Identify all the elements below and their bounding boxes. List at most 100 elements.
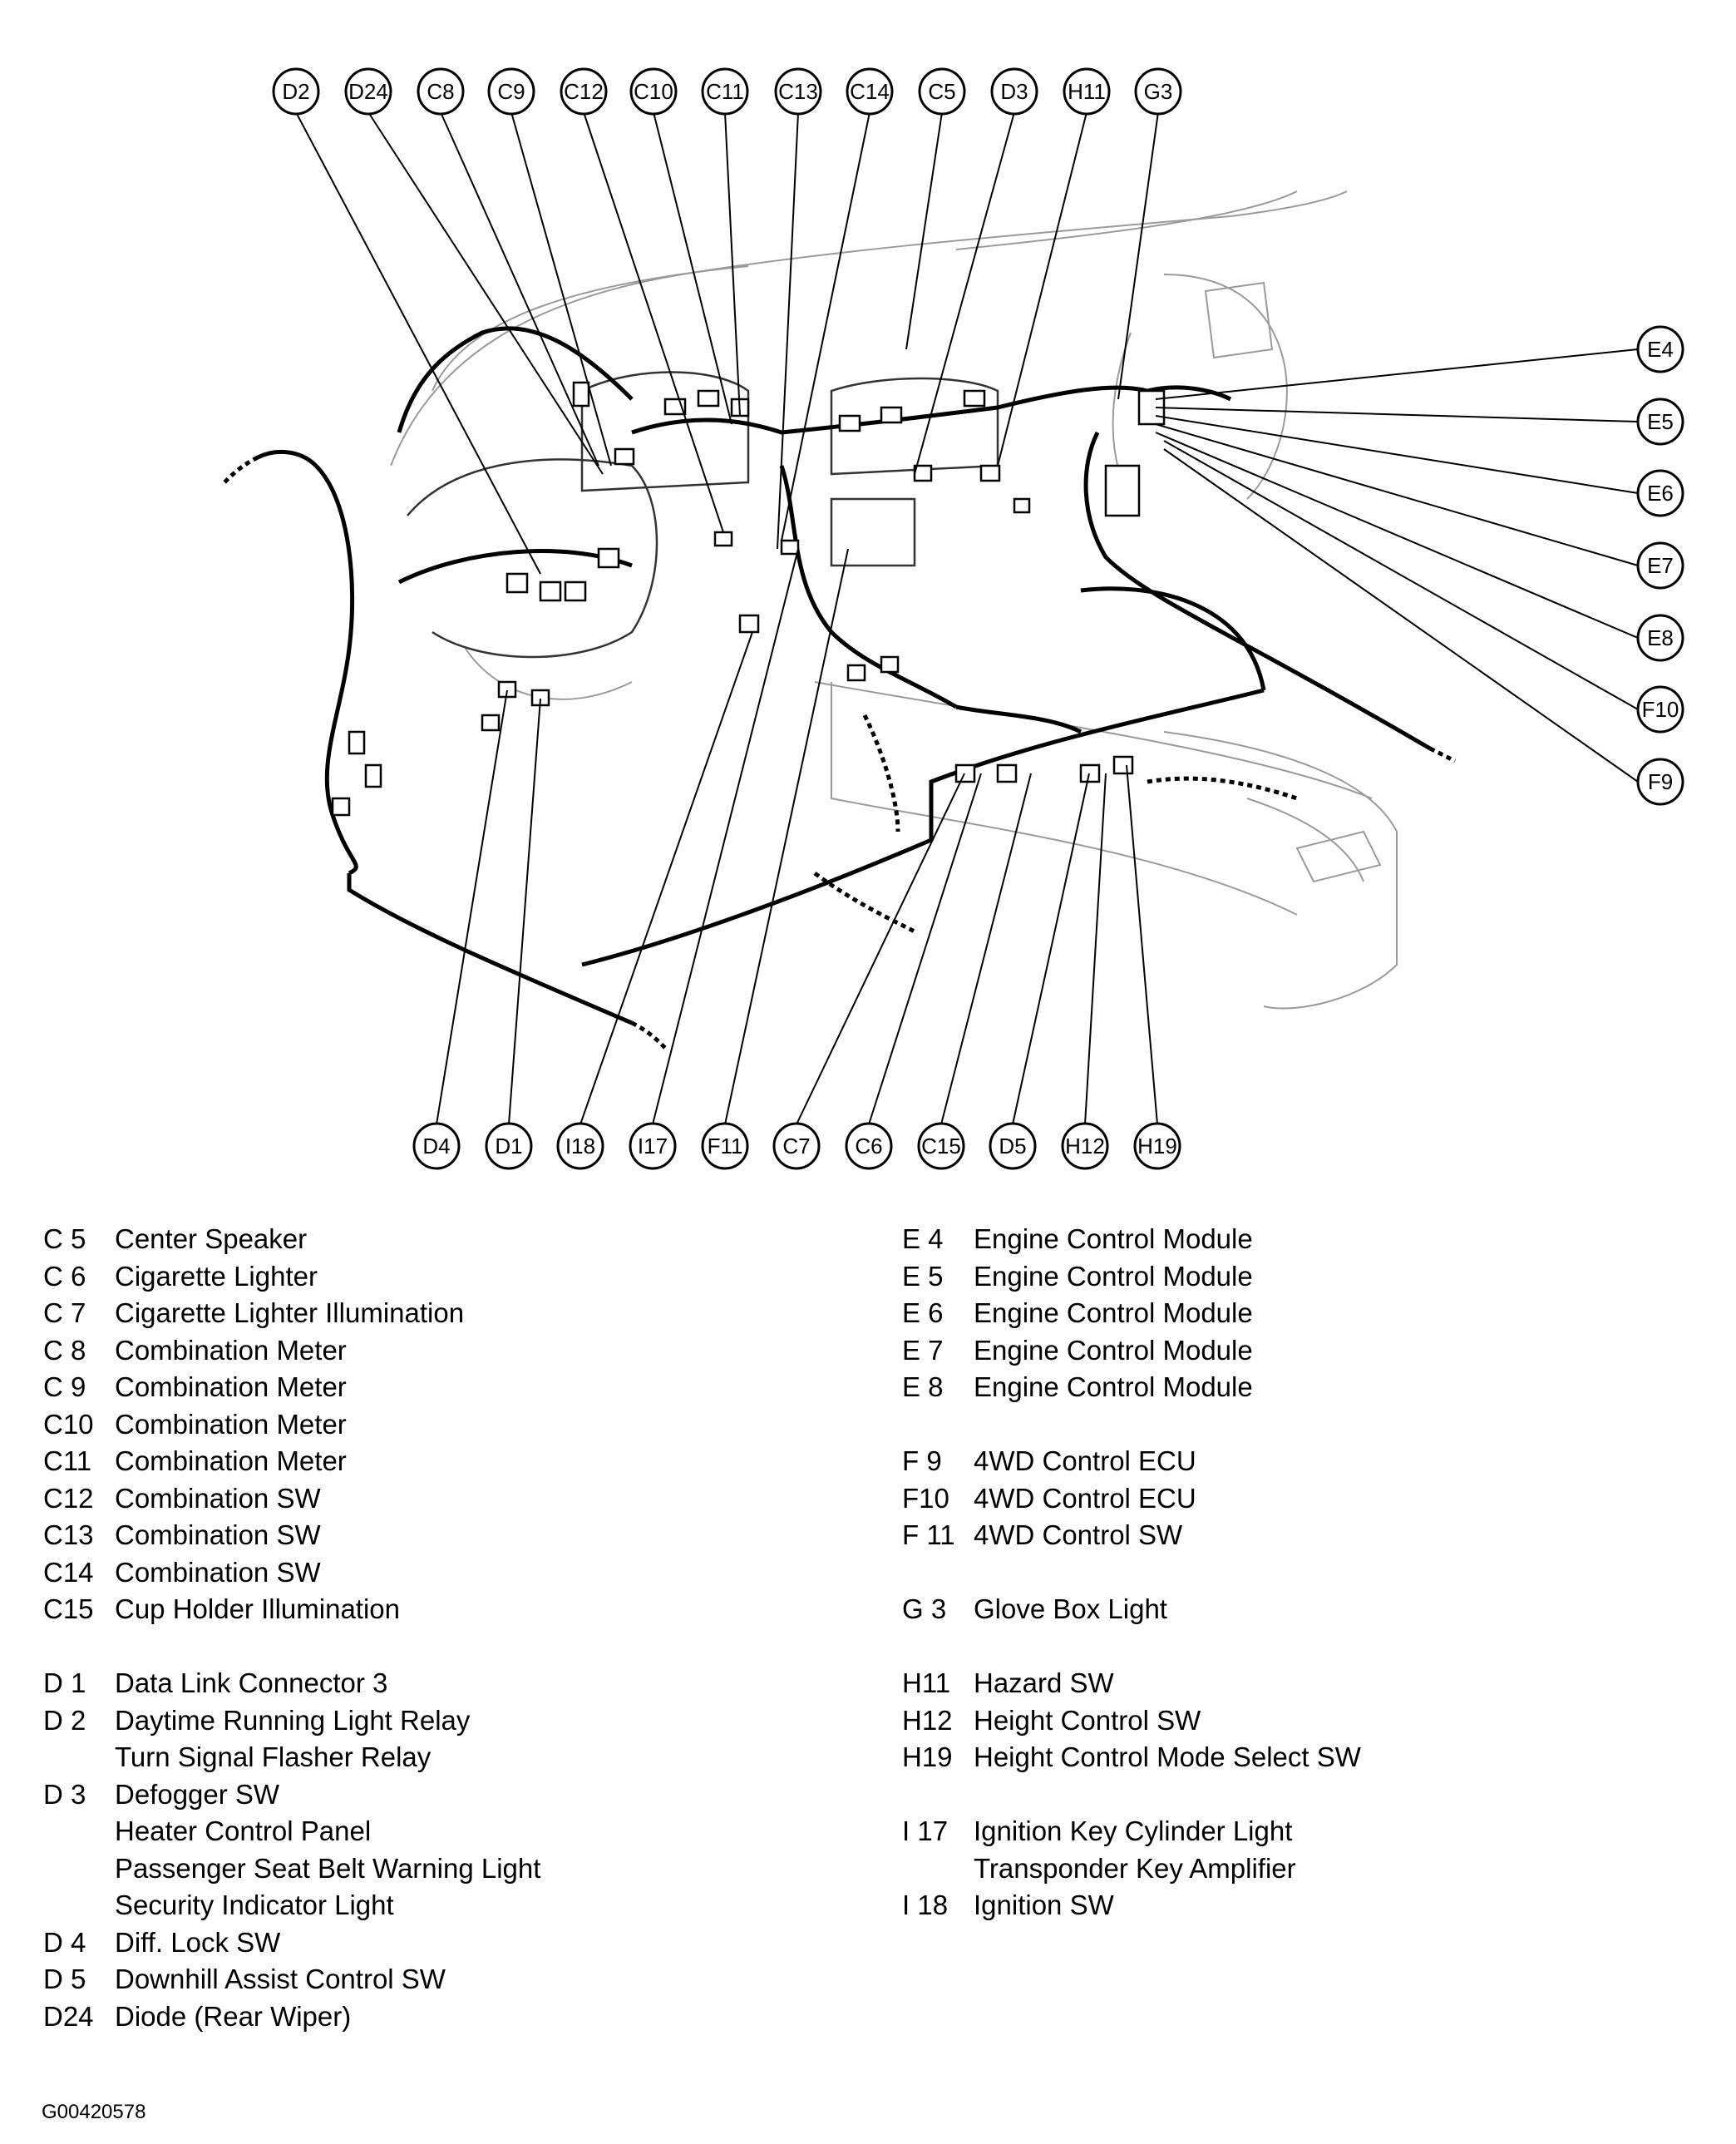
svg-text:H12: H12 — [1065, 1134, 1105, 1158]
svg-text:D1: D1 — [495, 1134, 522, 1158]
dashboard-outline — [390, 190, 1398, 1010]
svg-text:E7: E7 — [1647, 553, 1674, 578]
callout-bottom-c6: C6 — [845, 1122, 893, 1170]
legend-name: Combination Meter — [115, 1334, 347, 1366]
legend-code: E 4 — [902, 1223, 944, 1254]
legend-code: G 3 — [902, 1593, 947, 1624]
legend-gap — [902, 1554, 1700, 1592]
legend-entry: H19 Height Control Mode Select SW — [902, 1739, 1700, 1776]
legend-name: Combination Meter — [115, 1445, 347, 1476]
legend-code: E 7 — [902, 1334, 944, 1366]
callout-bottom-h19: H19 — [1133, 1122, 1181, 1170]
svg-text:C7: C7 — [782, 1134, 810, 1158]
callout-right-e7: E7 — [1636, 541, 1684, 590]
legend-code: C10 — [43, 1408, 94, 1440]
svg-text:E6: E6 — [1647, 481, 1674, 506]
svg-text:C15: C15 — [921, 1134, 961, 1158]
callout-right-f9: F9 — [1636, 758, 1684, 806]
callout-top-g3: G3 — [1134, 67, 1182, 116]
legend-code: D 5 — [43, 1964, 86, 1994]
legend-code: F10 — [902, 1482, 949, 1514]
legend-name: Height Control Mode Select SW — [974, 1741, 1361, 1772]
svg-text:F9: F9 — [1648, 769, 1673, 794]
legend-code: F 9 — [902, 1445, 942, 1476]
legend-code: H19 — [902, 1741, 953, 1772]
callout-bottom-f11: F11 — [701, 1122, 749, 1170]
legend-code: C 8 — [43, 1334, 86, 1366]
svg-text:I17: I17 — [638, 1134, 668, 1158]
callout-top-c9: C9 — [487, 67, 535, 116]
svg-text:F11: F11 — [708, 1134, 743, 1158]
callout-top-d3: D3 — [990, 67, 1038, 116]
legend-name: Combination SW — [115, 1482, 321, 1514]
legend-name: Ignition SW — [974, 1890, 1114, 1920]
legend-name: Transponder Key Amplifier — [974, 1852, 1296, 1884]
svg-text:D5: D5 — [999, 1134, 1026, 1158]
callout-top-c11: C11 — [701, 67, 749, 116]
wire-dashed — [223, 455, 1457, 1050]
wire-harness — [256, 326, 1432, 1025]
legend-entry: E 5 Engine Control Module — [902, 1258, 1700, 1296]
callout-bottom-i18: I18 — [556, 1122, 604, 1170]
legend-name: Combination Meter — [115, 1371, 347, 1402]
legend-code: C13 — [43, 1519, 94, 1550]
svg-text:G3: G3 — [1144, 79, 1173, 104]
svg-text:C13: C13 — [778, 79, 818, 104]
legend-name: Engine Control Module — [974, 1260, 1253, 1292]
wiring-diagram: D2 D24 C8 C9 C12 C10 C11 C13 C14 C5 D3 H… — [223, 67, 1684, 1170]
legend-name: Defogger SW — [115, 1778, 280, 1810]
legend-gap — [902, 1406, 1700, 1444]
callout-bottom-d4: D4 — [412, 1122, 461, 1170]
callout-bottom-h12: H12 — [1061, 1122, 1109, 1170]
legend-name: 4WD Control ECU — [974, 1482, 1196, 1514]
legend-entry: F10 4WD Control ECU — [902, 1480, 1700, 1518]
callout-right-e6: E6 — [1636, 469, 1684, 517]
leader-lines — [295, 111, 1639, 1125]
legend-entry: F 9 4WD Control ECU — [902, 1443, 1700, 1480]
callout-top-d24: D24 — [344, 67, 392, 116]
legend-name: Security Indicator Light — [115, 1890, 394, 1920]
callout-bottom-d5: D5 — [989, 1122, 1037, 1170]
legend-code: E 5 — [902, 1260, 944, 1292]
svg-text:E8: E8 — [1647, 625, 1674, 650]
legend-name: Combination SW — [115, 1556, 321, 1588]
callout-right-f10: F10 — [1636, 685, 1684, 734]
callout-top-c12: C12 — [560, 67, 608, 116]
callout-top-c14: C14 — [846, 67, 894, 116]
callout-right-e4: E4 — [1636, 325, 1684, 373]
svg-text:E4: E4 — [1647, 337, 1674, 362]
svg-text:C9: C9 — [497, 79, 525, 104]
svg-text:C6: C6 — [855, 1134, 882, 1158]
legend-code: E 6 — [902, 1297, 944, 1328]
svg-text:I18: I18 — [565, 1134, 595, 1158]
legend-code: C 7 — [43, 1297, 86, 1328]
svg-text:D4: D4 — [422, 1134, 450, 1158]
svg-text:D3: D3 — [1000, 79, 1028, 104]
legend-name: Hazard SW — [974, 1667, 1114, 1698]
legend-code: E 8 — [902, 1371, 944, 1402]
legend-name: 4WD Control ECU — [974, 1445, 1196, 1476]
legend-name: Combination SW — [115, 1519, 321, 1550]
